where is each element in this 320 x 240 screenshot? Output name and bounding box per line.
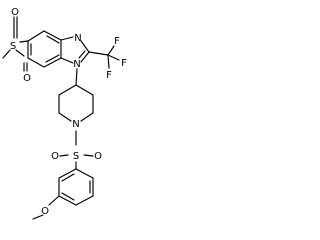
atom-o-methoxy: O [41, 206, 49, 217]
atom-o-sulfonyl-left: O [51, 151, 59, 162]
atom-n-benzimidazole: N [73, 59, 80, 70]
atom-labels: S O O N N F F F N S O O O [10, 7, 127, 217]
atom-n-imidazole: N [74, 33, 81, 44]
atom-f-2: F [121, 58, 127, 69]
atom-f-1: F [114, 36, 120, 47]
atom-n-piperidine: N [72, 119, 79, 130]
atom-o-sulfone-top: O [11, 7, 19, 18]
atom-s-sulfone: S [10, 41, 16, 52]
atom-o-sulfonyl-right: O [94, 151, 102, 162]
atom-s-sulfonyl: S [73, 151, 79, 162]
bond-lines [2, 16, 120, 220]
atom-f-3: F [106, 70, 112, 81]
chemical-structure: S O O N N F F F N S O O O [2, 7, 127, 220]
atom-o-sulfone-bottom: O [23, 73, 31, 84]
